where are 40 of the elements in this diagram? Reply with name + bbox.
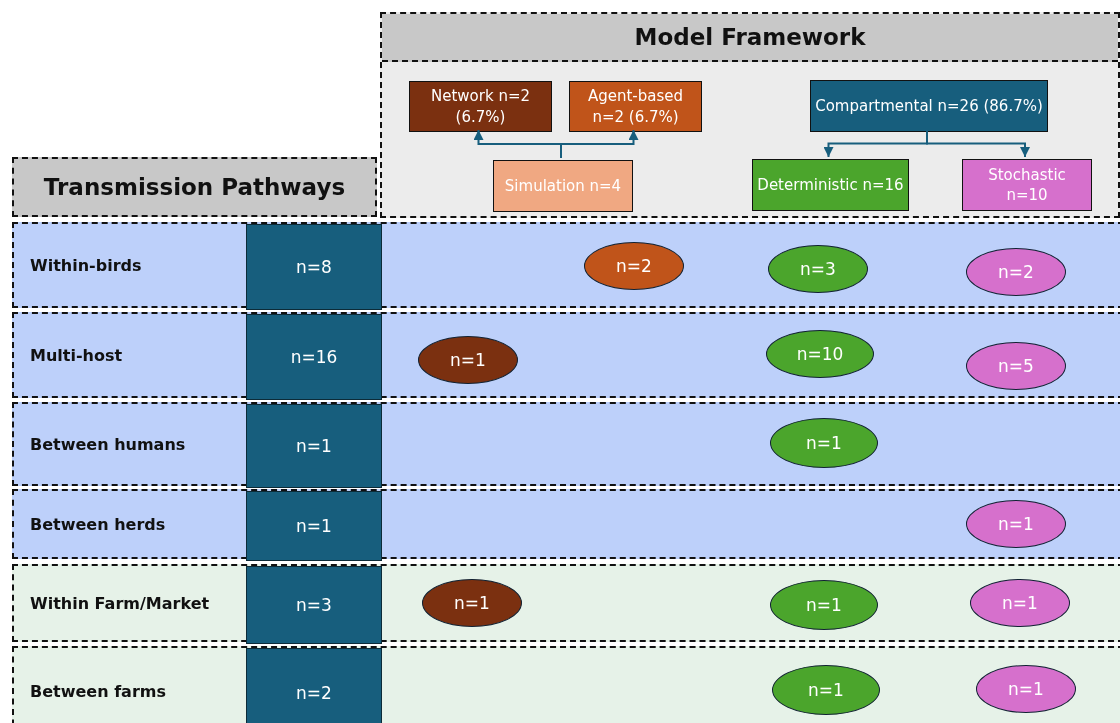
- pathway-row: [12, 646, 1120, 723]
- model-type-box: Deterministic n=16: [752, 159, 909, 211]
- count-box: n=8: [246, 224, 382, 310]
- count-ellipse: n=1: [770, 418, 878, 468]
- pathway-row: [12, 564, 1120, 642]
- count-ellipse: n=1: [770, 580, 878, 630]
- count-ellipse: n=1: [418, 336, 518, 384]
- count-box: n=3: [246, 566, 382, 644]
- model-type-box: Compartmental n=26 (86.7%): [810, 80, 1048, 132]
- count-ellipse: n=1: [422, 579, 522, 627]
- count-ellipse: n=1: [976, 665, 1076, 713]
- row-label: Between humans: [30, 433, 186, 456]
- count-box: n=16: [246, 314, 382, 400]
- section-header: Transmission Pathways: [12, 157, 377, 217]
- count-box: n=2: [246, 648, 382, 723]
- row-label: Between farms: [30, 680, 166, 703]
- pathway-row: [12, 312, 1120, 398]
- row-label: Within Farm/Market: [30, 592, 210, 615]
- model-framework-panel: [380, 12, 1120, 218]
- count-ellipse: n=1: [966, 500, 1066, 548]
- model-type-box: Stochastic n=10: [962, 159, 1092, 211]
- count-ellipse: n=3: [768, 245, 868, 293]
- model-type-box: Network n=2 (6.7%): [409, 81, 552, 132]
- pathway-row: [12, 222, 1120, 308]
- row-label: Multi-host: [30, 344, 123, 367]
- row-label: Within-birds: [30, 254, 142, 277]
- pathway-row: [12, 489, 1120, 559]
- row-label: Between herds: [30, 513, 166, 536]
- pathway-row: [12, 402, 1120, 486]
- count-ellipse: n=1: [772, 665, 880, 715]
- panel-title: Model Framework: [382, 14, 1118, 62]
- count-ellipse: n=1: [970, 579, 1070, 627]
- count-ellipse: n=2: [584, 242, 684, 290]
- count-ellipse: n=5: [966, 342, 1066, 390]
- count-ellipse: n=10: [766, 330, 874, 378]
- model-type-box: Simulation n=4: [493, 160, 633, 212]
- count-box: n=1: [246, 404, 382, 488]
- count-ellipse: n=2: [966, 248, 1066, 296]
- count-box: n=1: [246, 491, 382, 561]
- model-type-box: Agent-based n=2 (6.7%): [569, 81, 702, 132]
